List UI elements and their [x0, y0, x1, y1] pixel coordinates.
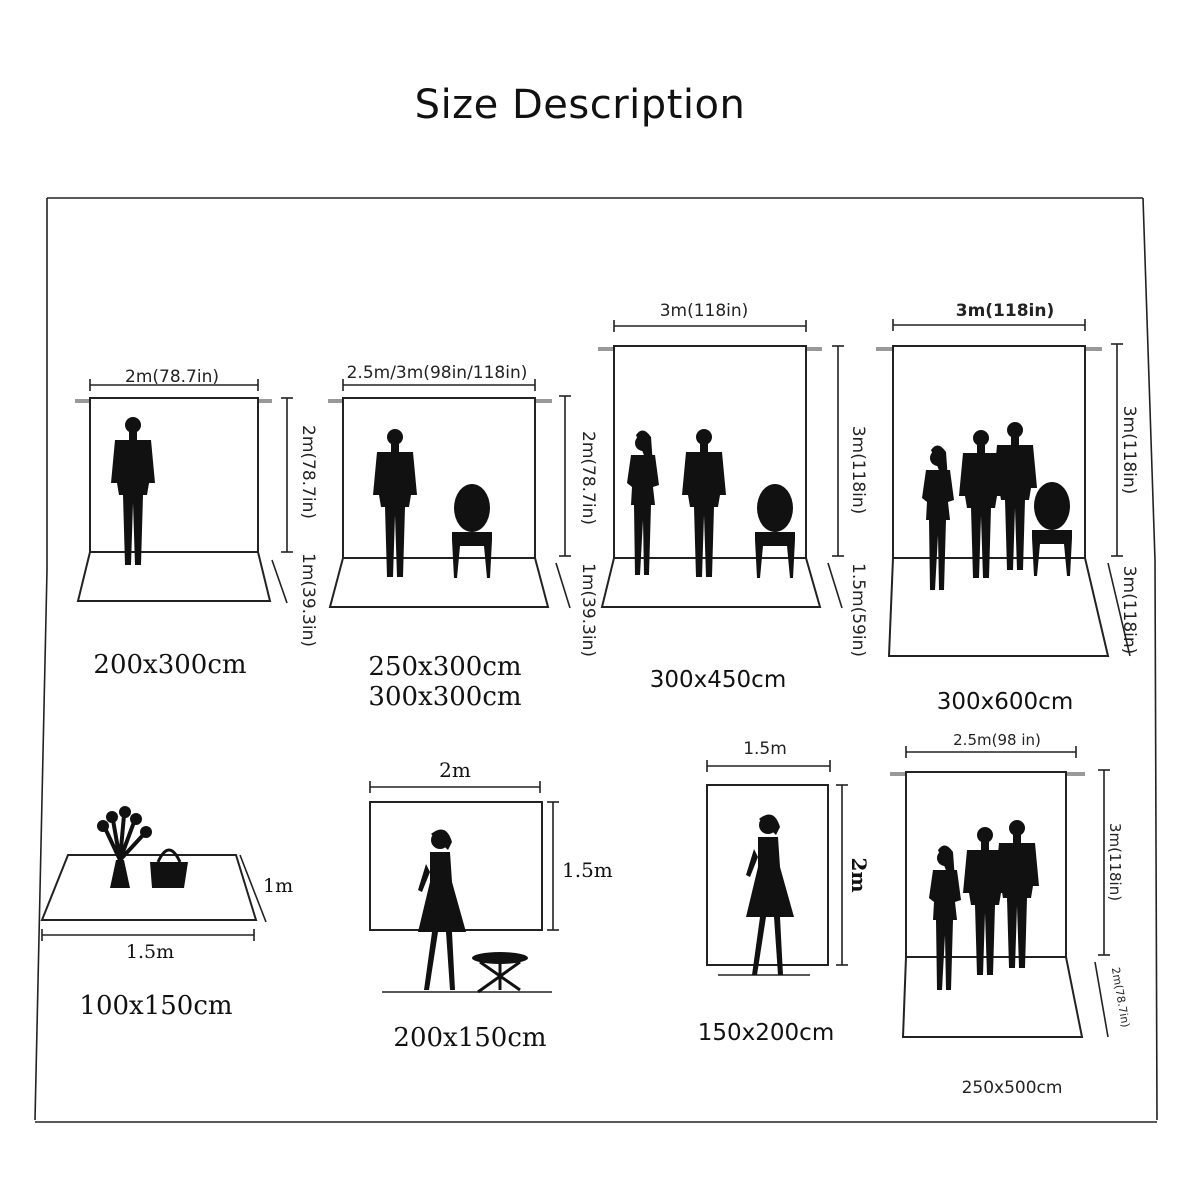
panel4-width-label: 3m(118in) — [956, 301, 1055, 321]
panel7-height-label: 2m — [847, 857, 871, 892]
panel4-floor-label: 3m(118in) — [1119, 566, 1139, 655]
panel-250x300 — [328, 379, 571, 609]
panel3-floor-label: 1.5m(59in) — [848, 563, 868, 657]
panel8-caption: 250x500cm — [962, 1078, 1063, 1098]
panel-200x150 — [369, 781, 559, 994]
panel7-caption: 150x200cm — [698, 1020, 834, 1046]
panel3-caption: 300x450cm — [650, 667, 786, 693]
panel3-width-label: 3m(118in) — [660, 301, 749, 321]
panel2-height-label: 2m(78.7in) — [578, 431, 598, 525]
panel-150x200 — [706, 760, 848, 976]
panel2-width-label: 2.5m/3m(98in/118in) — [347, 363, 528, 383]
panel-100x150 — [40, 806, 267, 941]
panel3-height-label: 3m(118in) — [848, 426, 868, 515]
panel2-floor-label: 1m(39.3in) — [578, 563, 598, 657]
panel-200x300 — [75, 379, 293, 604]
panel8-floor-label: 2m(78.7in) — [1109, 966, 1132, 1028]
page-title: Size Description — [414, 82, 746, 128]
panel6-caption: 200x150cm — [393, 1023, 546, 1053]
panel7-width-label: 1.5m — [743, 739, 787, 759]
panel8-width-label: 2.5m(98 in) — [953, 731, 1041, 749]
panel8-height-label: 3m(118in) — [1106, 823, 1124, 901]
panel-300x450 — [598, 320, 844, 609]
panel5-caption: 100x150cm — [79, 991, 232, 1021]
panel1-height-label: 2m(78.7in) — [298, 425, 318, 519]
panel1-width-label: 2m(78.7in) — [125, 367, 219, 387]
panel6-width-label: 2m — [439, 758, 471, 782]
panel-250x500 — [890, 746, 1110, 1038]
panel1-floor-label: 1m(39.3in) — [298, 553, 318, 647]
panel2-caption-1: 250x300cm — [368, 652, 521, 682]
panel6-height-label: 1.5m — [562, 858, 613, 882]
panel2-caption-2: 300x300cm — [368, 682, 521, 712]
panel4-caption: 300x600cm — [937, 689, 1073, 715]
panel1-caption: 200x300cm — [93, 650, 246, 680]
panel5-width-label: 1.5m — [126, 941, 174, 963]
panel5-height-label: 1m — [263, 875, 293, 897]
panel4-height-label: 3m(118in) — [1119, 406, 1139, 495]
panel-300x600 — [876, 319, 1131, 657]
